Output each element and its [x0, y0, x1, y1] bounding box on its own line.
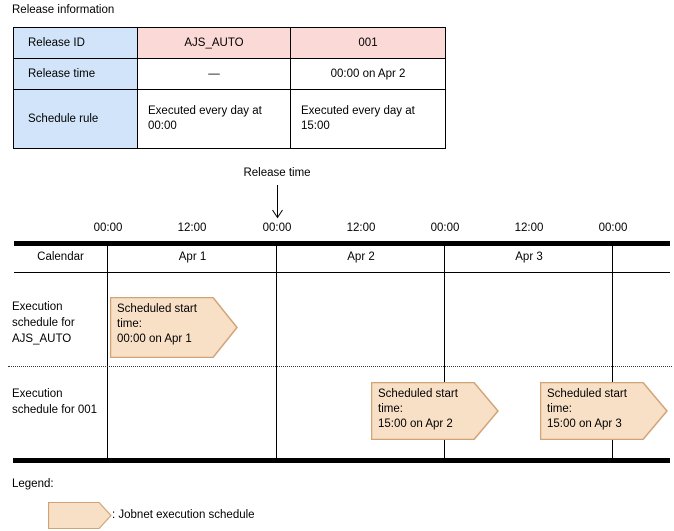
- badge-label: Scheduled start time:: [117, 303, 197, 330]
- table-row: Release ID AJS_AUTO 001: [13, 27, 446, 59]
- schedule-rule-header: Schedule rule: [13, 89, 138, 149]
- timeline-bottom-bar: [13, 458, 670, 463]
- calendar-label: Calendar: [37, 251, 84, 263]
- time-tick: 12:00: [514, 222, 544, 234]
- release-time-label: Release time: [243, 167, 311, 179]
- release-time-001: 00:00 on Apr 2: [290, 58, 446, 90]
- timeline-top-bar: [14, 241, 670, 246]
- release-id-ajs-auto: AJS_AUTO: [137, 27, 291, 59]
- badge-label: Scheduled start time:: [547, 388, 627, 415]
- calendar-day-apr2: Apr 2: [347, 251, 375, 263]
- release-time-header: Release time: [13, 58, 138, 90]
- arrow-shape-icon: [540, 382, 668, 440]
- arrow-shape-icon: [110, 297, 238, 358]
- legend-badge: [48, 502, 112, 529]
- row-label-ajs-auto: Execution schedule for AJS_AUTO: [12, 301, 75, 345]
- row-separator-dotted: [8, 366, 672, 367]
- badge-value: 15:00 on Apr 2: [378, 418, 453, 430]
- schedule-badge-apr3: Scheduled start time: 15:00 on Apr 3: [540, 382, 668, 440]
- table-row: Release time — 00:00 on Apr 2: [13, 58, 446, 90]
- badge-text: Scheduled start time: 15:00 on Apr 2: [378, 387, 474, 432]
- legend-title: Legend:: [12, 478, 54, 490]
- badge-text: Scheduled start time: 00:00 on Apr 1: [117, 302, 213, 347]
- schedule-badge-apr2: Scheduled start time: 15:00 on Apr 2: [371, 382, 499, 440]
- calendar-day-apr3: Apr 3: [515, 251, 543, 263]
- badge-value: 15:00 on Apr 3: [547, 418, 622, 430]
- time-tick: 12:00: [177, 222, 207, 234]
- table-row: Schedule rule Executed every day at 00:0…: [13, 89, 446, 149]
- release-id-001: 001: [290, 27, 446, 59]
- calendar-row-divider: [14, 272, 670, 273]
- release-time-ajs-auto: —: [137, 58, 291, 90]
- legend-item-label: : Jobnet execution schedule: [112, 509, 255, 521]
- day-boundary-line: [107, 246, 108, 459]
- day-boundary-line: [276, 246, 277, 459]
- time-tick: 00:00: [262, 222, 292, 234]
- time-tick: 00:00: [430, 222, 460, 234]
- time-tick: 12:00: [346, 222, 376, 234]
- schedule-badge-apr1: Scheduled start time: 00:00 on Apr 1: [110, 297, 238, 358]
- schedule-rule-001: Executed every day at 15:00: [290, 89, 446, 149]
- badge-text: Scheduled start time: 15:00 on Apr 3: [547, 387, 643, 432]
- arrow-shape-icon: [371, 382, 499, 440]
- schedule-rule-ajs-auto: Executed every day at 00:00: [137, 89, 291, 149]
- calendar-day-apr1: Apr 1: [178, 251, 207, 263]
- badge-value: 00:00 on Apr 1: [117, 333, 192, 345]
- down-arrow-icon: [272, 185, 283, 219]
- arrow-shape-icon: [48, 502, 112, 529]
- release-id-header: Release ID: [13, 27, 138, 59]
- page-title: Release information: [12, 4, 115, 16]
- badge-label: Scheduled start time:: [378, 388, 458, 415]
- day-boundary-line: [444, 246, 445, 459]
- time-tick: 00:00: [598, 222, 628, 234]
- day-boundary-line: [612, 246, 613, 459]
- row-label-001: Execution schedule for 001: [12, 388, 98, 416]
- release-info-table: Release ID AJS_AUTO 001 Release time — 0…: [13, 27, 446, 149]
- time-tick: 00:00: [93, 222, 123, 234]
